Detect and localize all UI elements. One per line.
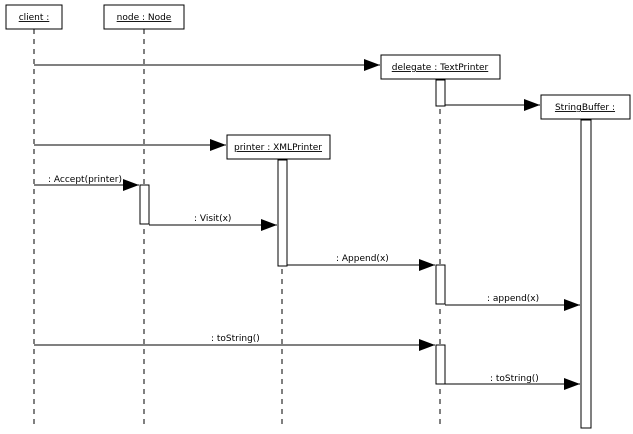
object-delegate-label: delegate : TextPrinter xyxy=(392,63,489,73)
object-client-label: client : xyxy=(19,13,50,23)
object-printer-label: printer : XMLPrinter xyxy=(234,143,322,153)
message-tostring-buffer-label: : toString() xyxy=(490,374,539,384)
activation-node xyxy=(139,184,150,225)
object-string-buffer: StringBuffer : xyxy=(540,94,631,120)
object-string-buffer-label: StringBuffer : xyxy=(555,103,615,113)
activation-delegate-1 xyxy=(435,79,446,107)
object-client: client : xyxy=(5,4,63,30)
message-append-delegate-label: : Append(x) xyxy=(336,254,389,264)
message-append-delegate: : Append(x) xyxy=(287,254,435,271)
activation-delegate-3 xyxy=(435,344,446,385)
message-append-buffer: : append(x) xyxy=(445,294,580,311)
message-tostring-client-label: : toString() xyxy=(211,334,260,344)
message-append-buffer-label: : append(x) xyxy=(487,294,539,304)
message-tostring-client: : toString() xyxy=(34,334,435,351)
activation-printer xyxy=(277,159,288,267)
message-visit: : Visit(x) xyxy=(149,214,277,231)
message-accept: : Accept(printer) xyxy=(34,175,139,191)
object-node: node : Node xyxy=(103,4,185,30)
object-node-label: node : Node xyxy=(117,13,172,23)
object-delegate: delegate : TextPrinter xyxy=(380,54,501,80)
message-visit-label: : Visit(x) xyxy=(194,214,231,224)
activation-delegate-2 xyxy=(435,264,446,305)
object-printer: printer : XMLPrinter xyxy=(226,134,331,160)
message-accept-label: : Accept(printer) xyxy=(48,175,122,185)
activation-string-buffer xyxy=(580,119,592,429)
message-tostring-buffer: : toString() xyxy=(445,374,580,390)
